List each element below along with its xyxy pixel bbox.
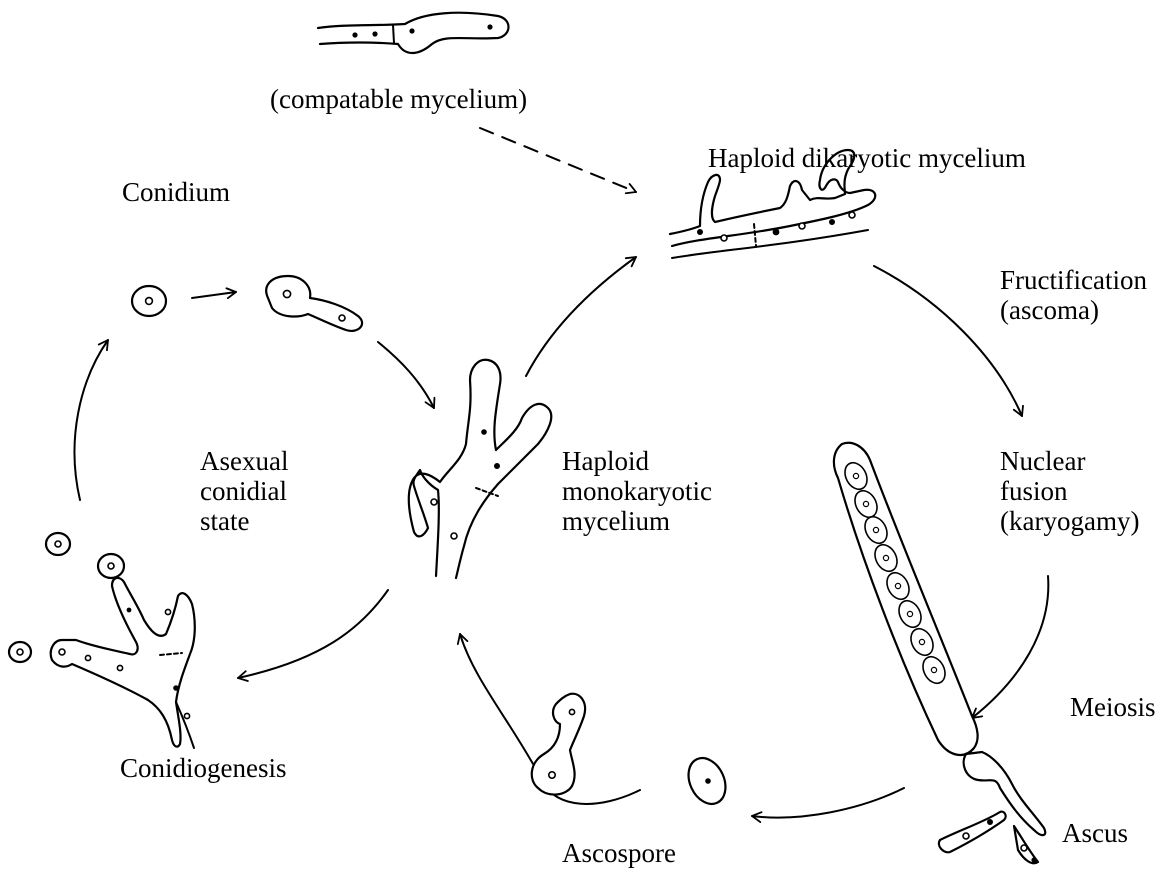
nuclear-fusion-line-1: Nuclear (1000, 446, 1139, 476)
compatible-mycelium-label: (compatable mycelium) (270, 84, 527, 114)
monokaryotic-line-1: Haploid (562, 446, 712, 476)
fructification-line-2: (ascoma) (1000, 295, 1147, 325)
arrow-monokaryotic-to-dikaryotic (526, 257, 636, 376)
arrow-nuclear-fusion-to-meiosis (972, 576, 1048, 718)
ascospore-drawing (532, 694, 733, 810)
arrow-germ-to-monokaryotic (378, 342, 434, 408)
monokaryotic-mycelium-label: Haploid monokaryotic mycelium (562, 446, 712, 536)
asexual-line-3: state (200, 506, 288, 536)
monokaryotic-line-3: mycelium (562, 506, 712, 536)
dikaryotic-mycelium-label: Haploid dikaryotic mycelium (708, 143, 1026, 173)
arrow-conidiogenesis-to-conidium (75, 340, 108, 500)
conidium-drawing (132, 276, 362, 331)
arrow-monokaryotic-to-conidiogenesis (238, 590, 388, 678)
ascospore-label: Ascospore (562, 838, 676, 868)
arrow-ascus-to-ascospore (752, 788, 904, 818)
arrow-to-monokaryotic (460, 634, 542, 780)
monokaryotic-line-2: monokaryotic (562, 476, 712, 506)
conidiogenesis-label: Conidiogenesis (120, 753, 287, 783)
asexual-line-2: conidial (200, 476, 288, 506)
ascus-label: Ascus (1062, 818, 1128, 848)
asexual-state-label: Asexual conidial state (200, 446, 288, 536)
conidiophore-drawing (9, 533, 195, 748)
monokaryotic-mycelium-drawing (409, 360, 552, 578)
conidium-label: Conidium (122, 177, 230, 207)
fructification-line-1: Fructification (1000, 265, 1147, 295)
fructification-label: Fructification (ascoma) (1000, 265, 1147, 325)
nuclear-fusion-label: Nuclear fusion (karyogamy) (1000, 446, 1139, 536)
nuclear-fusion-line-3: (karyogamy) (1000, 506, 1139, 536)
nuclear-fusion-line-2: fusion (1000, 476, 1139, 506)
compatible-mycelium-drawing (318, 13, 509, 53)
dashed-arrow-compatible (480, 128, 636, 192)
meiosis-label: Meiosis (1070, 692, 1156, 722)
asexual-line-1: Asexual (200, 446, 288, 476)
